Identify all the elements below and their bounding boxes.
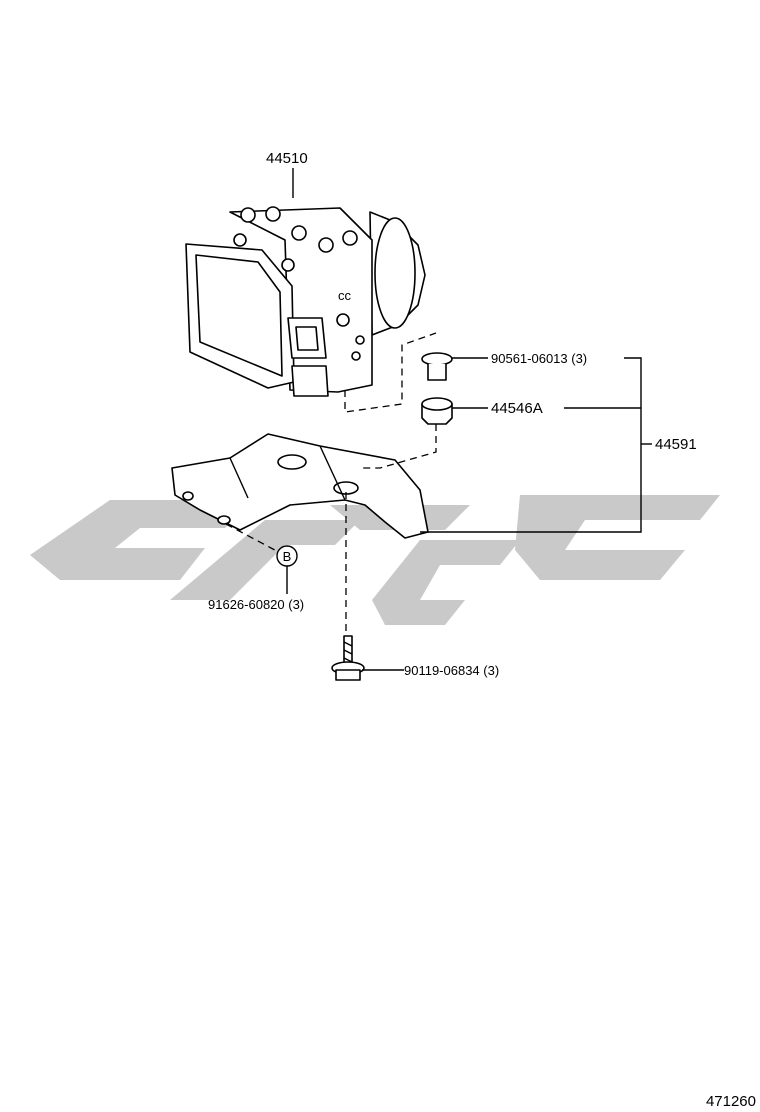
dashed-lines [225, 332, 437, 636]
grommet [421, 397, 453, 425]
circle-marker-b: B [276, 545, 298, 567]
callout-flange-bolt: 90119-06834 (3) [404, 663, 499, 678]
bracket [171, 433, 429, 539]
watermark [30, 495, 720, 625]
svg-text:cc: cc [338, 288, 352, 303]
callout-mount-bolt: 91626-60820 (3) [208, 597, 304, 612]
circle-marker-label: B [283, 549, 292, 564]
flange-bolt [331, 635, 365, 681]
union-bolt [421, 352, 453, 381]
callout-actuator: 44510 [266, 150, 308, 167]
illustration-number: 471260 [706, 1093, 756, 1110]
abs-actuator: cc [185, 206, 426, 397]
leader-lines [286, 168, 652, 671]
callout-bracket-assy: 44591 [655, 436, 697, 453]
callout-grommet: 44546A [491, 400, 543, 417]
callout-union-bolt: 90561-06013 (3) [491, 351, 587, 366]
